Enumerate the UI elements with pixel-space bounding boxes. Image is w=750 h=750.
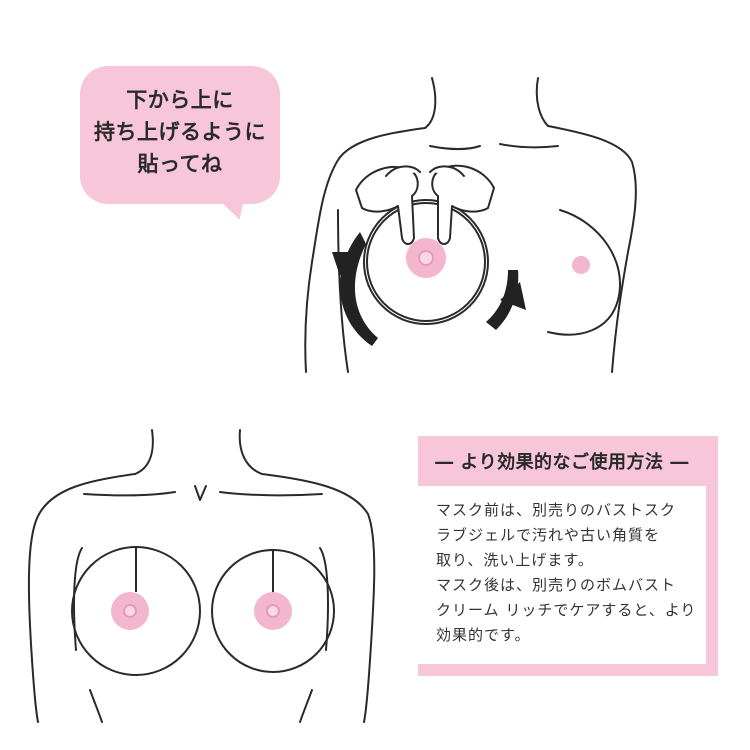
usage-info-box: ― より効果的なご使用方法 ― マスク前は、別売りのバストスク ラブジェルで汚れ… xyxy=(418,436,718,676)
usage-info-title: ― より効果的なご使用方法 ― xyxy=(418,436,706,486)
usage-info-line: マスク前は、別売りのバストスク xyxy=(436,501,677,519)
right-nipple xyxy=(572,256,590,274)
lift-arrows xyxy=(332,232,526,346)
usage-info-line: ラブジェルで汚れや古い角質を xyxy=(436,526,661,544)
usage-info-line: 取り、洗い上げます。 xyxy=(436,551,594,569)
speech-bubble-text: 下から上に 持ち上げるように 貼ってね xyxy=(80,84,280,180)
speech-bubble-line: 貼ってね xyxy=(137,152,223,176)
usage-info-line: 効果的です。 xyxy=(436,626,531,644)
speech-bubble-line: 持ち上げるように xyxy=(94,120,266,144)
right-mask-nipple-inner xyxy=(266,604,280,618)
usage-info-line: クリーム リッチでケアすると、より xyxy=(436,601,697,619)
hands xyxy=(355,164,495,245)
speech-bubble xyxy=(80,66,280,204)
center-nipple-inner xyxy=(418,250,434,266)
usage-info-line: マスク後は、別売りのボムバスト xyxy=(436,576,677,594)
right-mask xyxy=(211,549,335,673)
bottom-torso-illustration xyxy=(27,429,376,723)
mask-ring xyxy=(363,199,489,325)
usage-info-body: マスク前は、別売りのバストスク ラブジェルで汚れや古い角質を 取り、洗い上げます… xyxy=(436,498,708,648)
left-mask xyxy=(71,546,201,676)
speech-bubble-line: 下から上に xyxy=(126,88,234,112)
left-mask-nipple-inner xyxy=(123,604,137,618)
top-torso-illustration xyxy=(304,77,637,373)
